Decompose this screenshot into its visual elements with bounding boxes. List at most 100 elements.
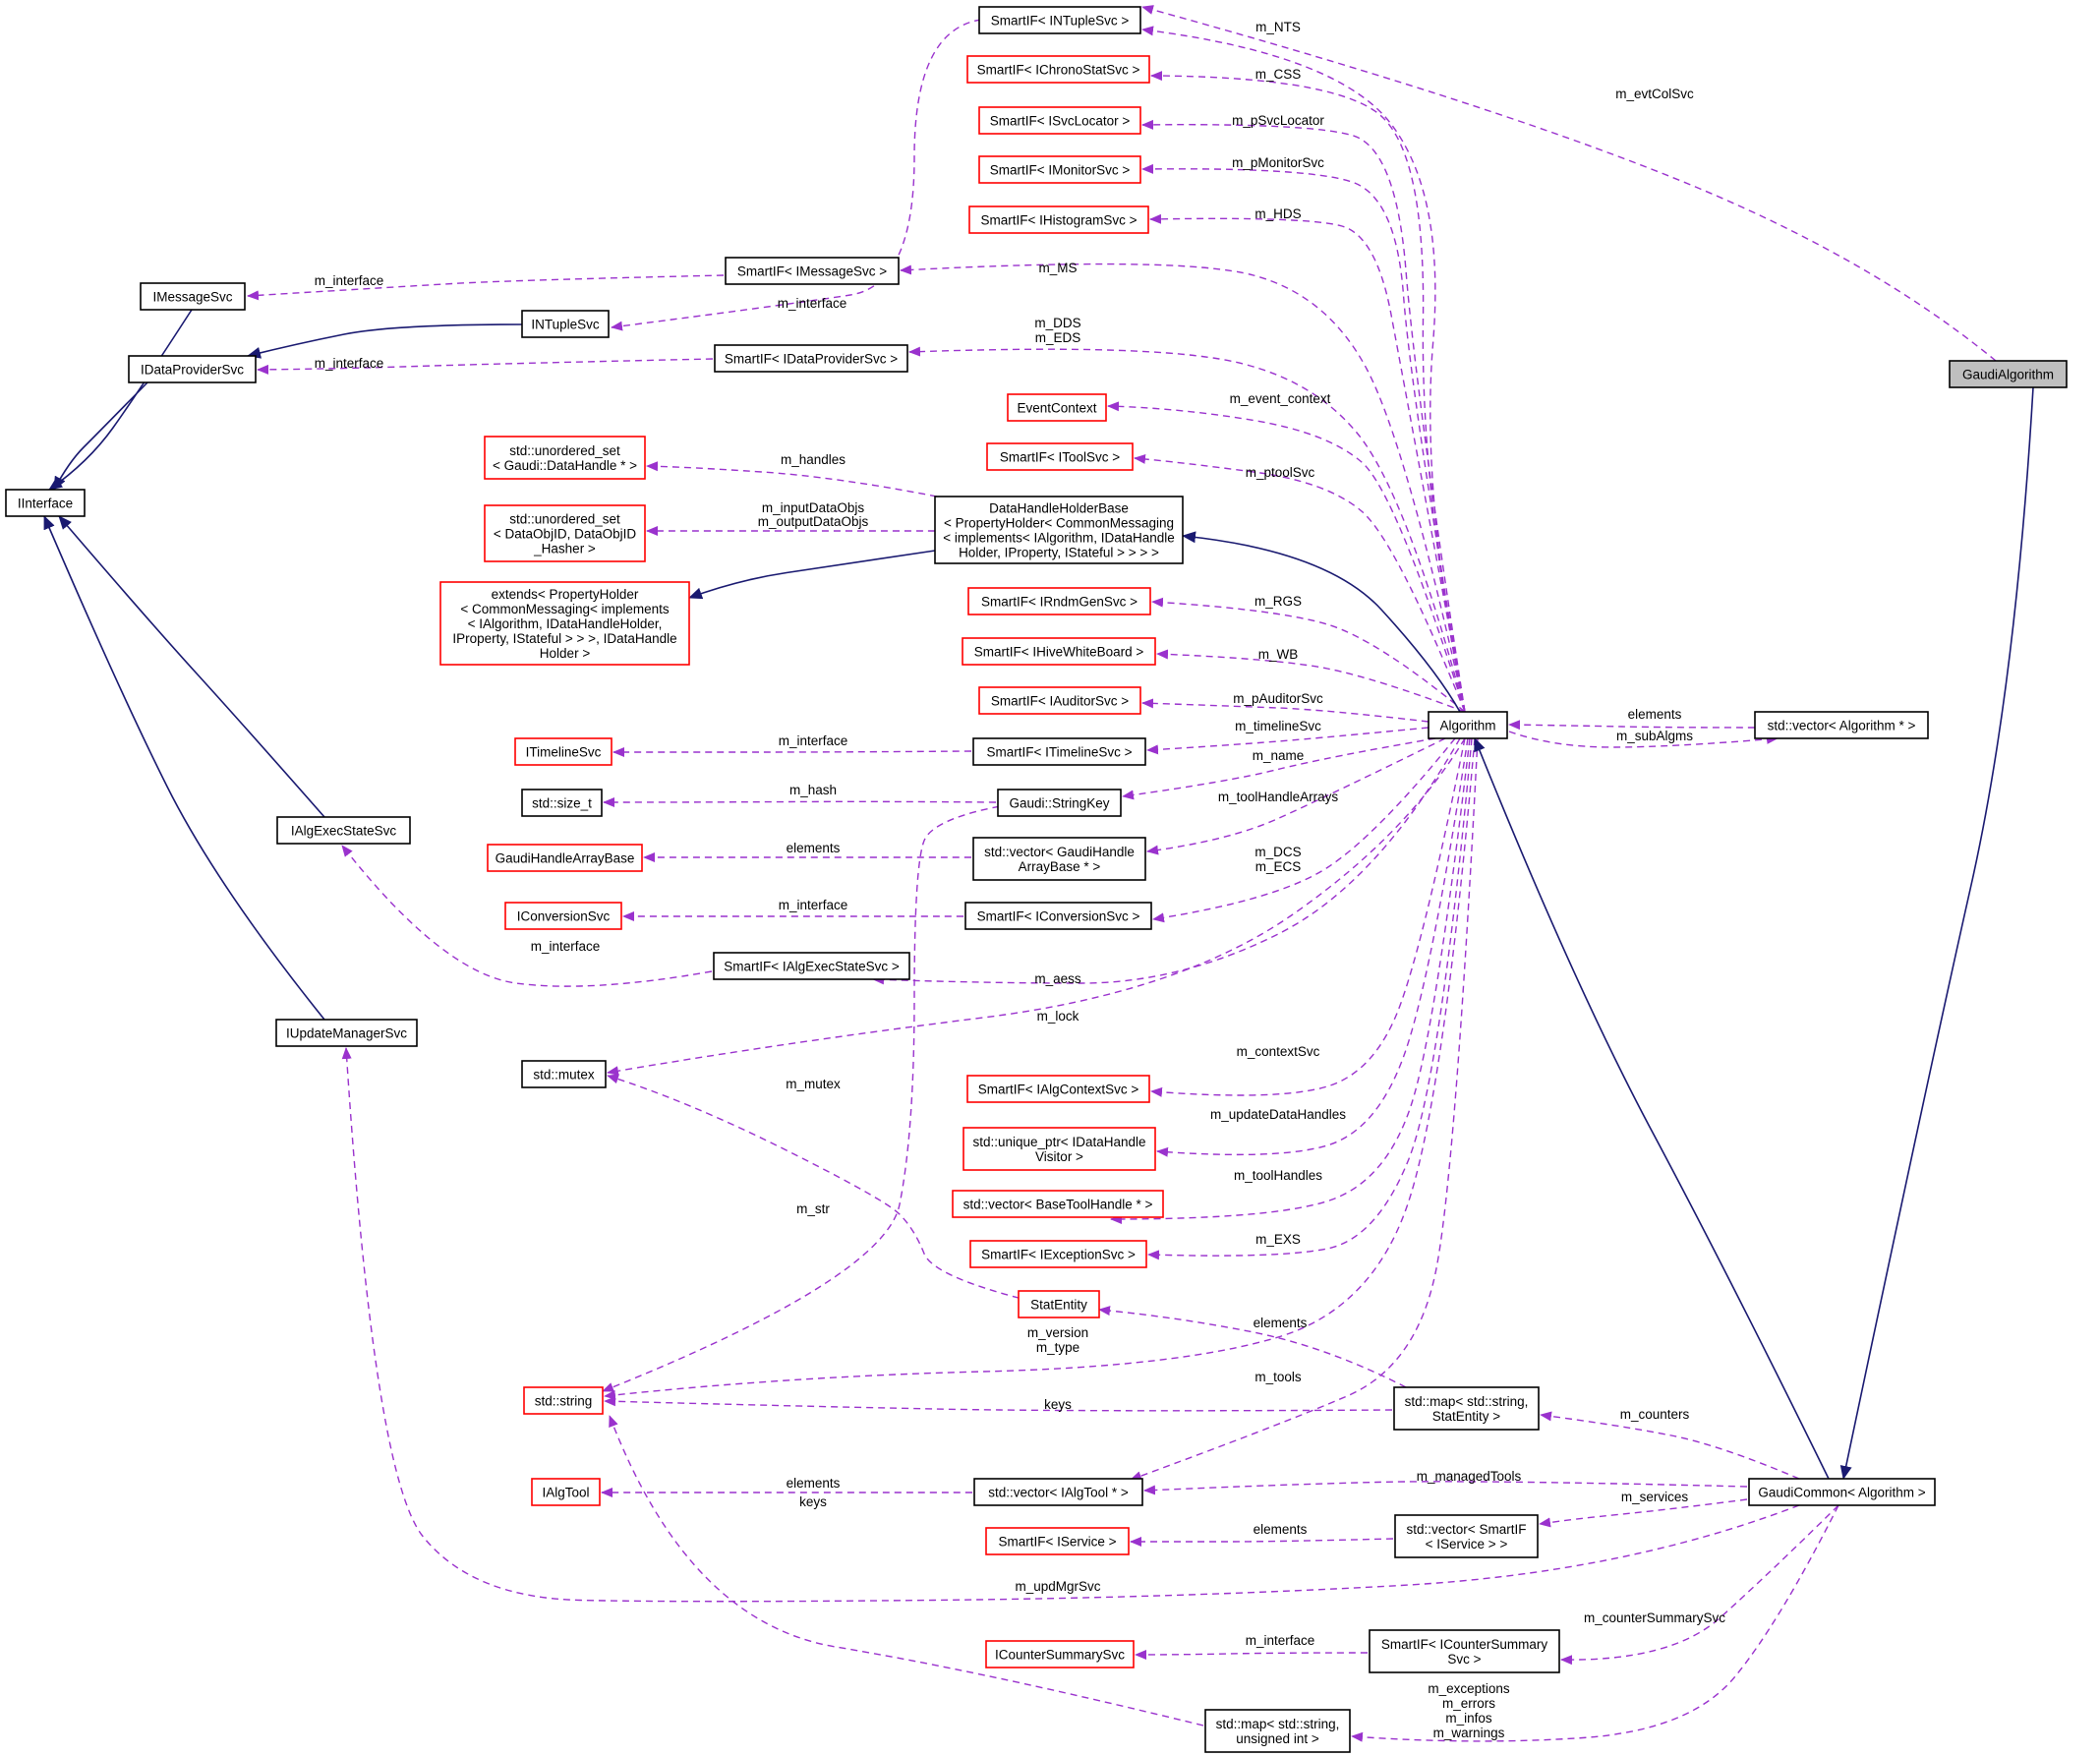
class-node-IAlgTool[interactable]: IAlgTool: [531, 1478, 601, 1506]
class-node-IInterface[interactable]: IInterface: [5, 489, 86, 517]
usage-edge-pSvcLocator: [1141, 119, 1466, 713]
class-node-SmartIF_IMonitorSvc[interactable]: SmartIF< IMonitorSvc >: [978, 155, 1141, 184]
class-node-SmartIF_IRndmGenSvc[interactable]: SmartIF< IRndmGenSvc >: [967, 587, 1151, 615]
class-node-IMessageSvc[interactable]: IMessageSvc: [140, 282, 246, 311]
class-node-box: [985, 1527, 1130, 1555]
class-node-label: SmartIF< IAlgContextSvc >: [978, 1083, 1139, 1097]
class-node-SmartIF_IService[interactable]: SmartIF< IService >: [985, 1527, 1130, 1555]
class-node-GaudiAlgorithm[interactable]: GaudiAlgorithm: [1949, 360, 2068, 388]
class-node-box: [986, 442, 1134, 471]
edge-label-m_handles: m_handles: [781, 452, 846, 467]
usage-edge-csIface: [1135, 1649, 1369, 1660]
class-node-label: < DataObjID, DataObjID: [494, 527, 636, 542]
class-node-SmartIF_ICounterSummarySvc[interactable]: SmartIF< ICounterSummarySvc >: [1369, 1629, 1560, 1673]
edge-label-m_event_context: m_event_context: [1230, 391, 1331, 406]
class-node-label: SmartIF< ITimelineSvc >: [986, 745, 1132, 760]
class-node-Algorithm[interactable]: Algorithm: [1428, 711, 1508, 739]
class-node-SmartIF_IChronoStatSvc[interactable]: SmartIF< IChronoStatSvc >: [966, 55, 1150, 84]
class-node-SmartIF_IAuditorSvc[interactable]: SmartIF< IAuditorSvc >: [978, 686, 1141, 715]
class-node-SmartIF_IToolSvc[interactable]: SmartIF< IToolSvc >: [986, 442, 1134, 471]
class-node-box: [521, 1060, 607, 1088]
class-node-StatEntity[interactable]: StatEntity: [1018, 1290, 1100, 1318]
class-node-SmartIF_IHistogramSvc[interactable]: SmartIF< IHistogramSvc >: [968, 205, 1149, 234]
edge-label-m_managedTools: m_managedTools: [1417, 1469, 1522, 1484]
usage-edge-pMonitorSvc: [1141, 163, 1466, 713]
edge-label-m_DDS: m_DDS: [1034, 316, 1080, 330]
class-node-std_string[interactable]: std::string: [523, 1386, 604, 1415]
class-node-GaudiCommon_Algorithm[interactable]: GaudiCommon< Algorithm >: [1748, 1478, 1936, 1506]
class-node-DataHandleHolderBase[interactable]: DataHandleHolderBase< PropertyHolder< Co…: [934, 496, 1184, 564]
class-node-ITimelineSvc[interactable]: ITimelineSvc: [514, 737, 612, 766]
class-node-label: IAlgExecStateSvc: [291, 824, 397, 839]
class-node-IUpdateManagerSvc[interactable]: IUpdateManagerSvc: [275, 1019, 418, 1047]
class-node-vector_BaseToolHandle[interactable]: std::vector< BaseToolHandle * >: [952, 1190, 1164, 1218]
edge-label-elements_alg: elements: [1628, 707, 1682, 722]
class-node-label: ICounterSummarySvc: [995, 1648, 1125, 1663]
class-node-GaudiHandleArrayBase[interactable]: GaudiHandleArrayBase: [487, 844, 643, 872]
class-node-map_string_StatEntity[interactable]: std::map< std::string,StatEntity >: [1393, 1386, 1540, 1431]
class-node-IDataProviderSvc[interactable]: IDataProviderSvc: [128, 355, 257, 383]
class-node-std_size_t[interactable]: std::size_t: [521, 789, 603, 817]
usage-edge-WB: [1156, 649, 1466, 713]
class-node-extends_PropertyHolder[interactable]: extends< PropertyHolder< CommonMessaging…: [439, 581, 690, 666]
class-node-SmartIF_ISvcLocator[interactable]: SmartIF< ISvcLocator >: [978, 106, 1141, 135]
usage-edge-aesIface: [341, 845, 713, 987]
class-node-box: [1949, 360, 2068, 388]
class-node-SmartIF_IAlgExecStateSvc[interactable]: SmartIF< IAlgExecStateSvc >: [713, 952, 910, 980]
class-node-SmartIF_IAlgContextSvc[interactable]: SmartIF< IAlgContextSvc >: [966, 1075, 1150, 1103]
usage-edge-tools: [1130, 737, 1479, 1481]
class-node-IConversionSvc[interactable]: IConversionSvc: [504, 902, 622, 930]
edge-label-m_evtColSvc: m_evtColSvc: [1615, 87, 1694, 101]
edge-label-keys_uint: keys: [799, 1494, 827, 1509]
class-node-label: < PropertyHolder< CommonMessaging: [944, 516, 1174, 531]
class-node-map_string_uint[interactable]: std::map< std::string,unsigned int >: [1204, 1709, 1351, 1753]
class-node-vector_IAlgTool[interactable]: std::vector< IAlgTool * >: [973, 1478, 1143, 1506]
edge-label-m_interface_dp: m_interface: [315, 356, 384, 371]
inheritance-edge-inhGA: [1839, 386, 2034, 1480]
class-node-vector_SmartIF_IService[interactable]: std::vector< SmartIF< IService > >: [1394, 1514, 1539, 1558]
edge-label-m_lock: m_lock: [1037, 1009, 1079, 1024]
class-node-SmartIF_IExceptionSvc[interactable]: SmartIF< IExceptionSvc >: [969, 1240, 1147, 1268]
class-node-INTupleSvc[interactable]: INTupleSvc: [521, 310, 610, 338]
class-node-box: [5, 489, 86, 517]
class-node-box: [439, 581, 690, 666]
class-node-label: IUpdateManagerSvc: [286, 1026, 407, 1041]
class-node-Gaudi_StringKey[interactable]: Gaudi::StringKey: [997, 789, 1122, 817]
class-node-SmartIF_IMessageSvc[interactable]: SmartIF< IMessageSvc >: [725, 257, 900, 285]
class-node-SmartIF_IHiveWhiteBoard[interactable]: SmartIF< IHiveWhiteBoard >: [962, 637, 1156, 666]
class-node-vector_GaudiHandleArrayBase[interactable]: std::vector< GaudiHandleArrayBase * >: [972, 837, 1146, 881]
class-node-vector_Algorithm[interactable]: std::vector< Algorithm * >: [1754, 711, 1929, 739]
usage-edge-hash: [603, 796, 997, 807]
class-node-label: Algorithm: [1439, 719, 1495, 733]
class-node-label: SmartIF< INTupleSvc >: [991, 14, 1130, 29]
edge-label-m_MS: m_MS: [1038, 261, 1077, 275]
class-node-SmartIF_ITimelineSvc[interactable]: SmartIF< ITimelineSvc >: [972, 737, 1146, 766]
edge-label-m_NTS: m_NTS: [1255, 20, 1301, 34]
class-node-SmartIF_IDataProviderSvc[interactable]: SmartIF< IDataProviderSvc >: [714, 344, 908, 373]
edge-label-m_exceptions: m_exceptions: [1428, 1681, 1510, 1696]
class-node-box: [1204, 1709, 1351, 1753]
edge-label-m_interface_tl: m_interface: [779, 733, 848, 748]
class-node-EventContext[interactable]: EventContext: [1007, 393, 1107, 422]
class-node-std_mutex[interactable]: std::mutex: [521, 1060, 607, 1088]
class-node-IAlgExecStateSvc[interactable]: IAlgExecStateSvc: [276, 816, 411, 845]
class-node-label: std::unique_ptr< IDataHandle: [973, 1135, 1146, 1149]
class-node-label: SmartIF< IMonitorSvc >: [990, 163, 1131, 178]
class-node-SmartIF_IConversionSvc[interactable]: SmartIF< IConversionSvc >: [964, 902, 1152, 930]
edge-label-m_pMonitorSvc: m_pMonitorSvc: [1232, 155, 1324, 170]
class-node-unordered_set_DataObjID[interactable]: std::unordered_set< DataObjID, DataObjID…: [484, 504, 646, 562]
class-node-label: INTupleSvc: [531, 318, 600, 332]
inheritance-edge-inhIMsg: [48, 309, 193, 491]
class-node-unordered_set_DataHandle[interactable]: std::unordered_set< Gaudi::DataHandle * …: [484, 436, 646, 480]
class-node-label: std::vector< BaseToolHandle * >: [963, 1198, 1153, 1212]
inheritance-edge-inhNT: [247, 323, 523, 359]
edge-label-m_WB: m_WB: [1258, 647, 1299, 662]
class-node-box: [487, 844, 643, 872]
class-node-SmartIF_INTupleSvc[interactable]: SmartIF< INTupleSvc >: [978, 6, 1141, 34]
usage-edge-elementsAlg: [1508, 720, 1756, 731]
class-node-box: [484, 504, 646, 562]
class-node-label: Holder, IProperty, IStateful > > > >: [959, 546, 1159, 560]
class-node-ICounterSummarySvc[interactable]: ICounterSummarySvc: [985, 1640, 1135, 1668]
usage-edge-lock: [607, 737, 1466, 1077]
